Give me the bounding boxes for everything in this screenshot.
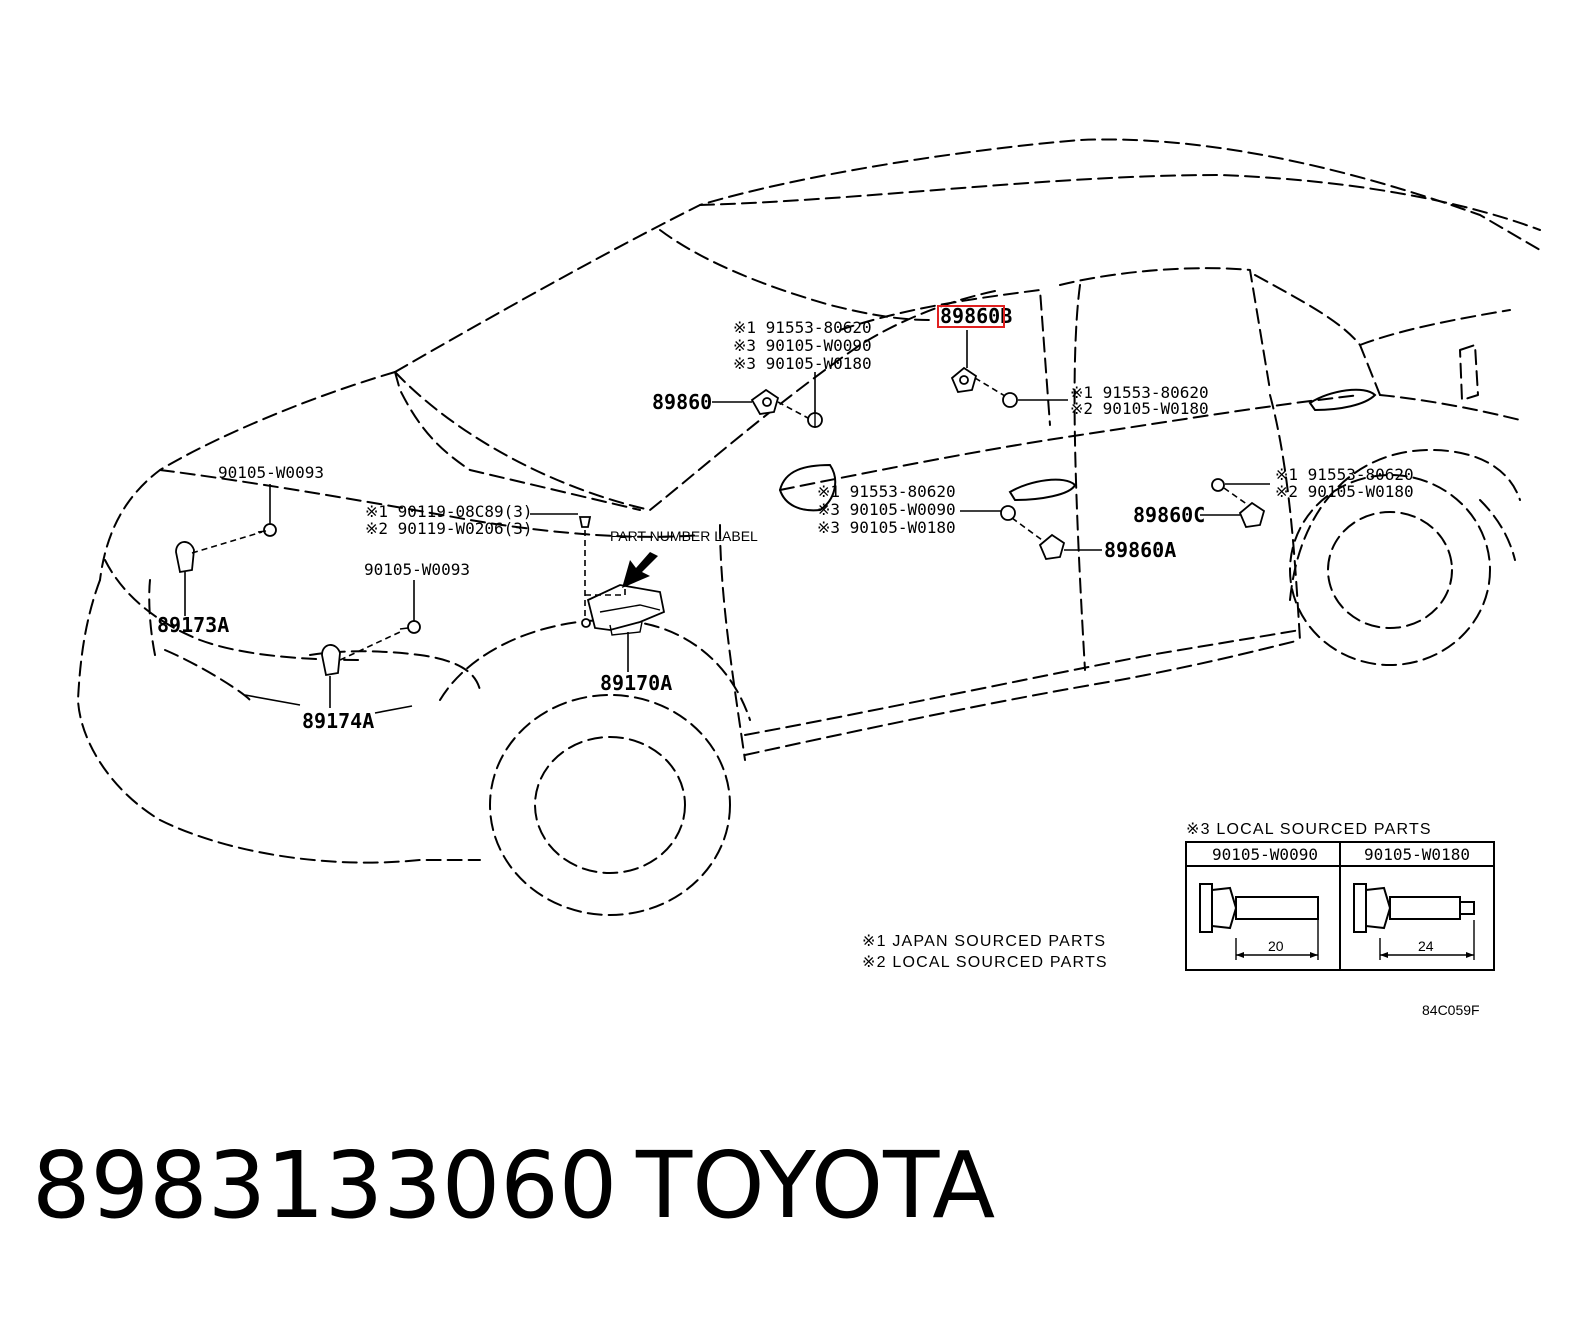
part-number-label-text: PART NUMBER LABEL	[610, 528, 758, 544]
part-labels: 89860 89860B 89860A 89860C 89170A 89173A…	[157, 304, 1414, 733]
bolt-24-icon: 24	[1353, 883, 1475, 960]
label-bolt-hood: 90105-W0093	[218, 463, 324, 482]
label-89170A: 89170A	[600, 671, 672, 695]
airbag-sensor-89170A	[581, 530, 666, 636]
bolt-front	[399, 620, 421, 634]
table-title: ※3 LOCAL SOURCED PARTS	[1186, 821, 1432, 838]
callout-g1-line3: ※3 90105-W0180	[733, 354, 872, 373]
label-89174A: 89174A	[302, 709, 374, 733]
bolt-89860A	[1000, 505, 1016, 521]
callout-g1-line2: ※3 90105-W0090	[733, 336, 872, 355]
sensor-89860A	[1038, 533, 1066, 560]
callout-g3-line1: ※1 91553-80620	[817, 482, 956, 501]
legend-note-1: ※1 JAPAN SOURCED PARTS	[862, 933, 1106, 950]
callout-g2-line1: ※1 91553-80620	[1070, 383, 1209, 402]
legend: ※1 JAPAN SOURCED PARTS ※2 LOCAL SOURCED …	[862, 933, 1108, 971]
callout-g4-line1: ※1 91553-80620	[1275, 465, 1414, 484]
bolt-24-length: 24	[1418, 938, 1434, 954]
callout-g3-line3: ※3 90105-W0180	[817, 518, 956, 537]
bolt-20-length: 20	[1268, 938, 1284, 954]
sensor-89860	[750, 388, 780, 415]
callout-g5-line2: ※2 90119-W0206(3)	[365, 519, 533, 538]
sensor-89174A	[321, 644, 341, 677]
sensor-89860B	[950, 366, 978, 393]
bolt-89860C	[1211, 478, 1225, 492]
diagram-code: 84C059F	[1422, 1002, 1480, 1018]
bolt-hood	[257, 523, 277, 537]
callout-g2-line2: ※2 90105-W0180	[1070, 399, 1209, 418]
callout-g5-line1: ※1 90119-08C89(3)	[365, 502, 533, 521]
label-89860C: 89860C	[1133, 503, 1205, 527]
sensor-89860C	[1238, 501, 1266, 528]
footer-part-number: 8983133060	[32, 1132, 618, 1239]
label-bolt-front: 90105-W0093	[364, 560, 470, 579]
bolt-20-icon: 20	[1199, 883, 1319, 960]
label-89173A: 89173A	[157, 613, 229, 637]
callout-g3-line2: ※3 90105-W0090	[817, 500, 956, 519]
sensor-89173A	[175, 541, 195, 574]
car-outline	[77, 138, 1541, 916]
callout-g1-line1: ※1 91553-80620	[733, 318, 872, 337]
label-arrow-icon	[622, 552, 658, 588]
leader-lines	[184, 330, 1270, 714]
label-89860B: 89860B	[940, 304, 1012, 328]
legend-note-2: ※2 LOCAL SOURCED PARTS	[862, 954, 1108, 971]
bolt-label-area	[578, 516, 592, 528]
callout-g4-line2: ※2 90105-W0180	[1275, 482, 1414, 501]
table-col1-header: 90105-W0090	[1212, 845, 1318, 864]
highlight-box	[937, 305, 1005, 328]
label-89860A: 89860A	[1104, 538, 1176, 562]
footer-brand: TOYOTA	[636, 1132, 996, 1239]
label-89860: 89860	[652, 390, 712, 414]
bolt-89860B	[1002, 392, 1018, 408]
local-parts-table: ※3 LOCAL SOURCED PARTS 90105-W0090 90105…	[1185, 821, 1495, 971]
table-col2-header: 90105-W0180	[1364, 845, 1470, 864]
